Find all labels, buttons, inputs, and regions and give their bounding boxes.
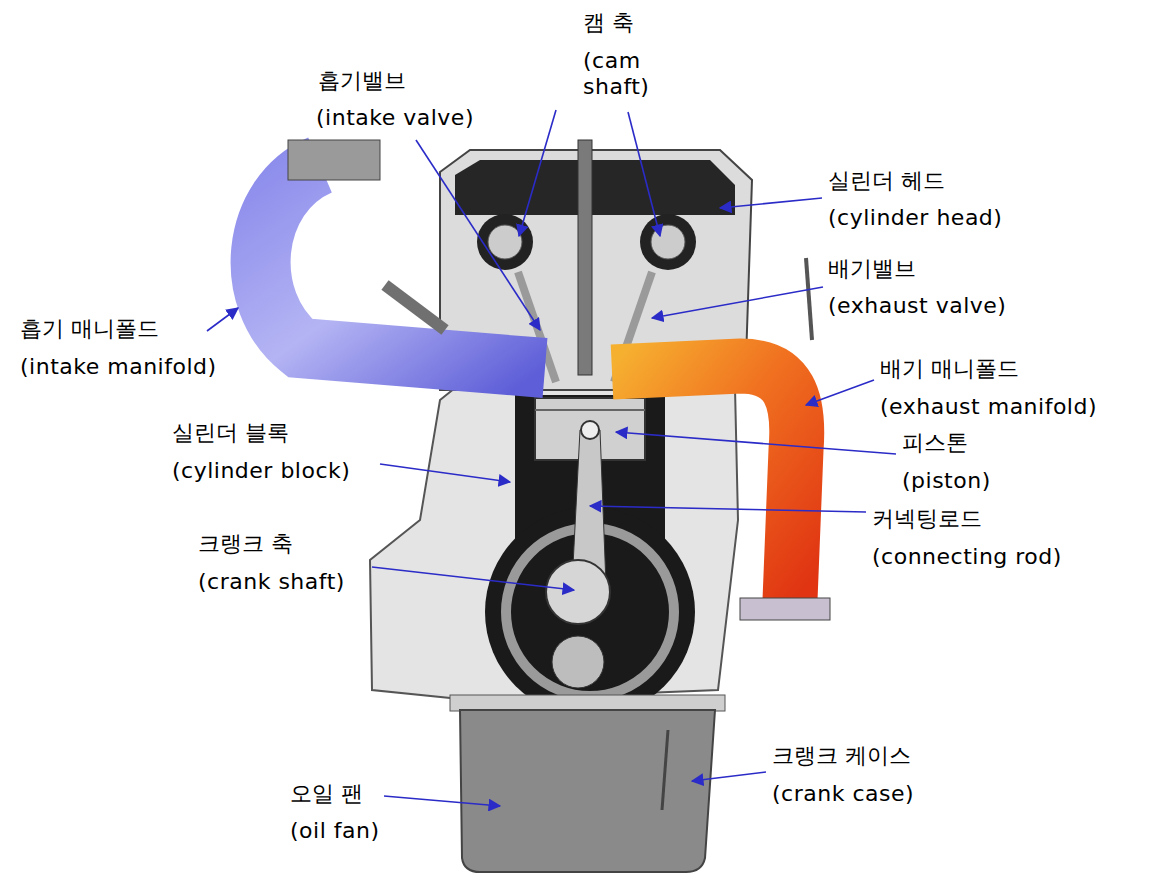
part-label: 피스톤 — [902, 430, 968, 456]
part-label: (crank case) — [772, 781, 914, 807]
exhaust-flange — [740, 598, 830, 620]
part-label: (exhaust manifold) — [880, 394, 1097, 420]
head-cover — [455, 160, 735, 215]
part-label: 크랭크 케이스 — [772, 743, 911, 769]
leader-line — [590, 506, 866, 512]
leader-line — [692, 772, 766, 781]
part-label: 배기 매니폴드 — [880, 356, 1019, 382]
leader-line — [372, 567, 574, 590]
piston-pin — [581, 421, 599, 439]
leader-line — [380, 464, 510, 482]
leader-line — [384, 796, 500, 806]
intake-manifold — [261, 165, 545, 368]
pan-flange — [450, 695, 725, 711]
leader-line — [207, 308, 238, 331]
cam-bearing — [640, 214, 696, 270]
part-label: (cylinder block) — [172, 458, 350, 484]
leader-line — [720, 198, 822, 208]
part-label: 흡기밸브 — [318, 68, 406, 94]
crank-counterweight — [552, 636, 604, 688]
cam-lobe — [488, 225, 522, 259]
fuel-injector — [385, 285, 445, 330]
piston-ring — [535, 409, 645, 411]
dipstick-tube — [806, 258, 812, 340]
part-label: (crank shaft) — [198, 569, 345, 595]
leader-line — [652, 287, 823, 318]
part-label: 크랭크 축 — [198, 531, 293, 557]
leader-line — [416, 140, 540, 330]
intake-flange — [288, 140, 380, 180]
part-label: 배기밸브 — [828, 256, 916, 282]
part-label: (intake valve) — [316, 105, 474, 131]
exhaust-manifold — [612, 366, 797, 600]
part-label: 흡기 매니폴드 — [20, 316, 159, 342]
engine-body — [261, 140, 830, 872]
part-label: 실린더 헤드 — [828, 168, 945, 194]
part-label: (cylinder head) — [828, 205, 1002, 231]
part-label: 오일 팬 — [290, 781, 363, 807]
spark-plug — [578, 140, 592, 375]
leader-line — [616, 432, 896, 454]
part-label: 캠 축 — [583, 10, 634, 36]
part-label: (intake manifold) — [20, 354, 217, 380]
cam-lobe — [651, 225, 685, 259]
dipstick — [662, 730, 668, 810]
leader-line — [628, 112, 660, 236]
part-label: (oil fan) — [290, 818, 380, 844]
part-label: (connecting rod) — [872, 544, 1062, 570]
oil-pan — [460, 710, 715, 872]
leader-line — [806, 380, 874, 405]
leader-line — [519, 110, 556, 236]
part-label: (piston) — [902, 468, 991, 494]
part-label: (cam shaft) — [583, 48, 661, 101]
part-label: 실린더 블록 — [172, 420, 289, 446]
part-label: (exhaust valve) — [828, 293, 1006, 319]
cam-bearing — [477, 214, 533, 270]
part-label: 커넥팅로드 — [872, 506, 982, 532]
crank-journal — [546, 560, 610, 624]
